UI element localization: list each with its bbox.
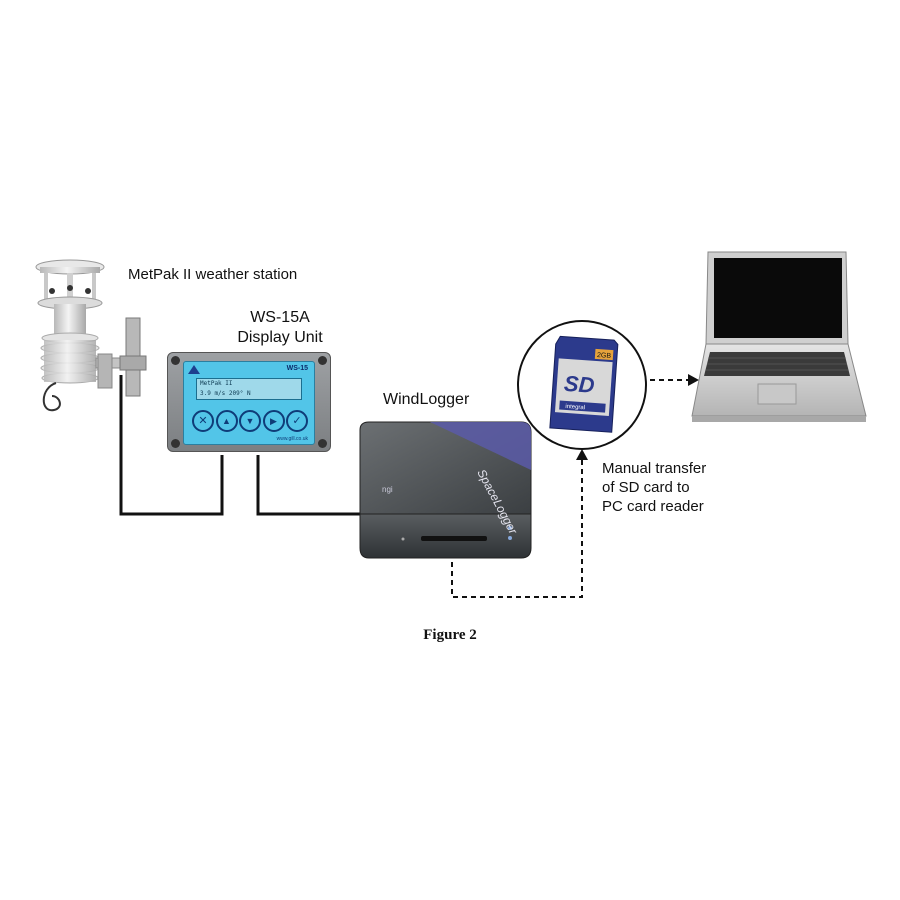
laptop-device: [691, 251, 867, 422]
gill-logo-icon: [188, 365, 200, 374]
check-icon[interactable]: ✓: [286, 410, 308, 432]
weather-station-label: MetPak II weather station: [128, 266, 298, 283]
transfer-note-line-1: Manual transfer: [602, 460, 707, 477]
display-screw-tr: [318, 356, 327, 365]
display-to-logger-wire: [256, 455, 362, 516]
display-screw-tl: [171, 356, 180, 365]
down-arrow-icon[interactable]: ▼: [239, 410, 261, 432]
sd-brand-text: integral: [565, 404, 585, 411]
right-arrow-icon[interactable]: ▶: [262, 410, 285, 432]
sd-capacity-text: 2GB: [597, 352, 612, 360]
logger-to-sd-dashed-path: [451, 458, 583, 598]
figure-caption: Figure 2: [423, 627, 477, 643]
display-unit-subtitle: Display Unit: [237, 329, 323, 346]
display-unit-label: WS-15A Display Unit: [210, 308, 350, 348]
display-buttons: ✕ ▲ ▼ ▶ ✓: [192, 410, 308, 432]
display-unit-device: WS-15 MetPak II 3.9 m/s 209° N ✕ ▲ ▼ ▶ ✓…: [167, 352, 331, 452]
transfer-note-line-2: of SD card to: [602, 479, 690, 496]
lcd-line-2: 3.9 m/s 209° N: [200, 390, 251, 397]
display-footer: www.gill.co.uk: [276, 436, 308, 442]
lcd-line-1: MetPak II: [200, 380, 233, 387]
cross-icon[interactable]: ✕: [192, 410, 214, 432]
display-screw-bl: [171, 439, 180, 448]
sd-path-arrowhead: [576, 449, 588, 460]
sd-card-inset: 2GB SD integral: [517, 320, 647, 450]
transfer-note-line-3: PC card reader: [602, 498, 704, 515]
display-face: WS-15 MetPak II 3.9 m/s 209° N ✕ ▲ ▼ ▶ ✓…: [183, 361, 315, 445]
laptop-path-arrowhead: [688, 374, 699, 386]
weather-station-to-display-wire: [119, 375, 224, 516]
display-badge: WS-15: [286, 365, 308, 372]
windlogger-device: ngi SpaceLogger: [359, 421, 532, 559]
windlogger-label: WindLogger: [383, 391, 470, 408]
logger-logo-text: ngi: [382, 485, 393, 494]
transfer-note: Manual transfer of SD card to PC card re…: [602, 459, 706, 516]
weather-station-device: [35, 259, 147, 412]
lcd-screen: MetPak II 3.9 m/s 209° N: [196, 378, 302, 400]
display-unit-title: WS-15A: [250, 309, 310, 326]
display-screw-br: [318, 439, 327, 448]
sd-logo-text: SD: [563, 371, 595, 398]
up-arrow-icon[interactable]: ▲: [215, 410, 238, 432]
